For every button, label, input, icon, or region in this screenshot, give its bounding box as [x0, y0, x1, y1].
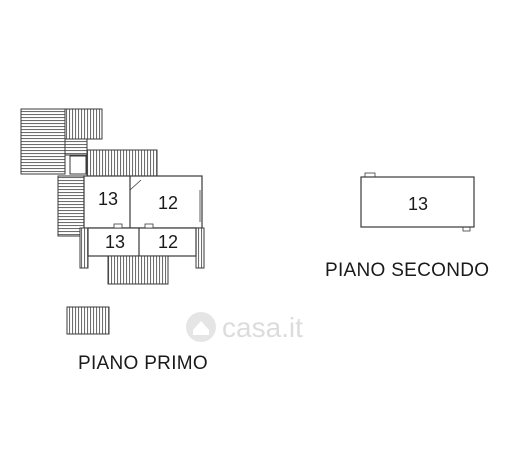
roof-hatch-left [57, 175, 85, 237]
first-floor-plan: 13 12 13 12 PIANO PRIMO [20, 108, 208, 374]
room-label: 13 [408, 194, 428, 214]
watermark: casa.it [186, 312, 303, 343]
second-floor-plan: 13 PIANO SECONDO [325, 172, 489, 281]
balcony-left [79, 227, 89, 269]
watermark-text: casa.it [222, 312, 303, 343]
roof-hatch-top [86, 149, 158, 177]
landing [69, 155, 87, 175]
lower-rooms-outline [87, 227, 197, 257]
house-logo-icon [186, 312, 216, 342]
hatch-legend-swatch [66, 306, 110, 335]
room-label: 13 [98, 189, 118, 209]
upper-rooms-outline [83, 175, 203, 229]
roof-hatch-bottom [107, 255, 169, 285]
room-label: 12 [158, 193, 178, 213]
room-label: 12 [158, 232, 178, 252]
roof-hatch-connector [64, 138, 88, 156]
second-floor-caption: PIANO SECONDO [325, 260, 489, 281]
second-floor-room-outline [360, 176, 475, 228]
room-label: 13 [105, 232, 125, 252]
first-floor-caption: PIANO PRIMO [78, 353, 208, 374]
roof-hatch-upper-left [20, 108, 66, 175]
roof-hatch-upper-right [64, 108, 103, 140]
balcony-right [195, 227, 205, 269]
